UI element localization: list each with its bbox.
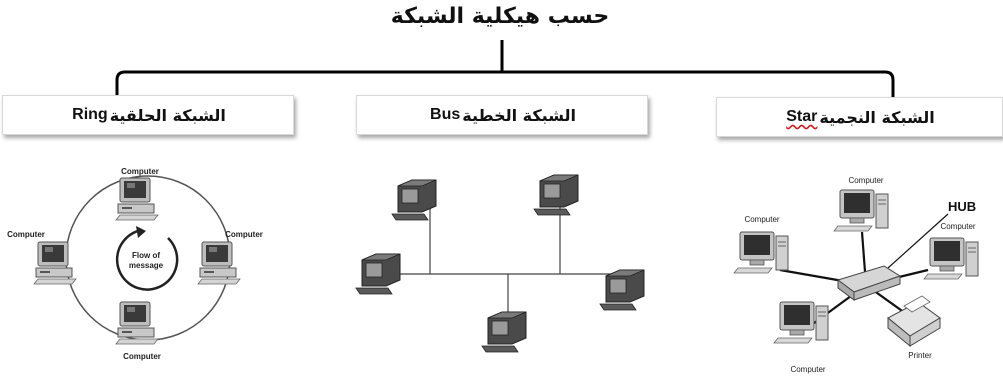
star-latin-label: Star — [786, 108, 818, 125]
star-computer-right-label: Computer — [940, 222, 975, 231]
diagram-title: حسب هيكلية الشبكة — [390, 4, 610, 29]
ring-computer-left-label: Computer — [7, 230, 45, 239]
ring-arabic-label: الشبكة الحلقية — [109, 105, 226, 125]
star-diagram: Computer Computer Computer Computer HUB … — [733, 176, 979, 374]
bus-computer-3-icon — [355, 253, 401, 295]
flow-label-line2: message — [129, 261, 164, 270]
star-computer-right-icon — [923, 237, 979, 280]
bus-computer-5-icon — [481, 311, 527, 353]
bus-latin-label: Bus — [430, 106, 461, 123]
hub-icon — [836, 265, 902, 301]
hub-label: HUB — [948, 199, 976, 214]
flow-arrow-icon — [115, 228, 179, 291]
bus-computer-4-icon — [599, 269, 645, 311]
star-computer-left-icon — [733, 231, 789, 274]
star-computer-top-icon — [833, 189, 889, 232]
star-computer-bottom-label: Computer — [790, 365, 825, 374]
ring-computer-bottom-label: Computer — [123, 352, 161, 361]
printer-icon — [887, 295, 941, 348]
star-arabic-label: الشبكة النجمية — [819, 107, 935, 127]
ring-computer-left-icon — [33, 241, 77, 285]
ring-computer-top-icon — [115, 177, 159, 221]
ring-computer-right-label: Computer — [225, 230, 263, 239]
ring-computer-top-label: Computer — [121, 167, 159, 176]
ring-computer-bottom-icon — [115, 301, 159, 345]
bus-computer-2-icon — [533, 174, 579, 216]
star-computer-top-label: Computer — [848, 176, 883, 185]
ring-diagram: Flow of message Computer Computer Comput… — [7, 167, 263, 361]
hub-pointer — [887, 213, 949, 269]
bus-arabic-label: الشبكة الخطية — [462, 105, 576, 125]
star-computer-left-label: Computer — [744, 215, 779, 224]
printer-label: Printer — [908, 351, 932, 360]
ring-computer-right-icon — [197, 241, 241, 285]
bus-diagram — [355, 174, 645, 353]
ring-latin-label: Ring — [72, 106, 108, 123]
star-computer-bottom-icon — [773, 301, 829, 344]
flow-label-line1: Flow of — [132, 251, 160, 260]
